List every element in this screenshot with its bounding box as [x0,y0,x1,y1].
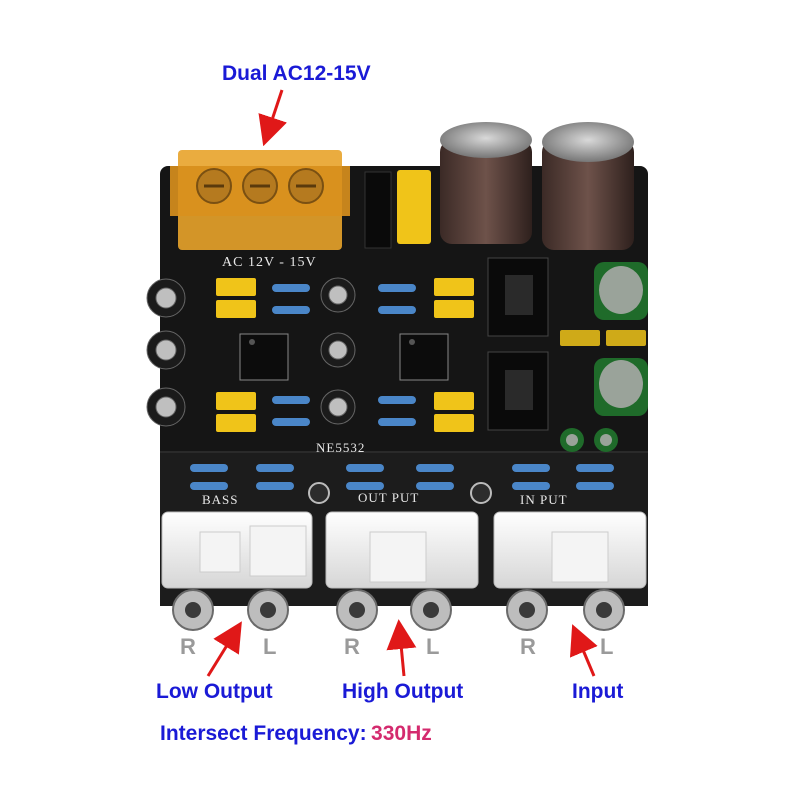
low-output-label: Low Output [156,680,273,703]
frequency-line: Intersect Frequency: 330Hz [160,722,432,746]
jack-letter-l-high: L [426,634,440,659]
rca-jack-block-low [161,511,313,589]
jack-letter-r-low: R [180,634,196,659]
jack-letter-r-high: R [344,634,360,659]
jack-letter-l-low: L [263,634,277,659]
power-input-label: Dual AC12-15V [222,62,371,85]
silk-chip-name: NE5532 [316,440,366,455]
silk-input: IN PUT [520,492,568,507]
rca-jack-block-input [493,511,647,589]
silk-output: OUT PUT [358,490,420,505]
silk-ac-voltage: AC 12V - 15V [222,255,317,270]
terminal-block [170,150,350,250]
ic-chip-left [239,333,289,381]
rca-jack-block-high [325,511,479,589]
filter-capacitor-right [542,122,634,250]
filter-capacitor-left [440,122,532,244]
green-capacitors [560,262,648,452]
frequency-label: Intersect Frequency: [160,722,367,745]
ic-chip-right [399,333,449,381]
frequency-value: 330Hz [371,722,432,745]
jack-letter-r-input: R [520,634,536,659]
input-label: Input [572,680,624,703]
silk-bass: BASS [202,492,239,507]
high-output-label: High Output [342,680,464,703]
annotation-arrows [206,89,598,677]
jack-letter-l-input: L [600,634,614,659]
